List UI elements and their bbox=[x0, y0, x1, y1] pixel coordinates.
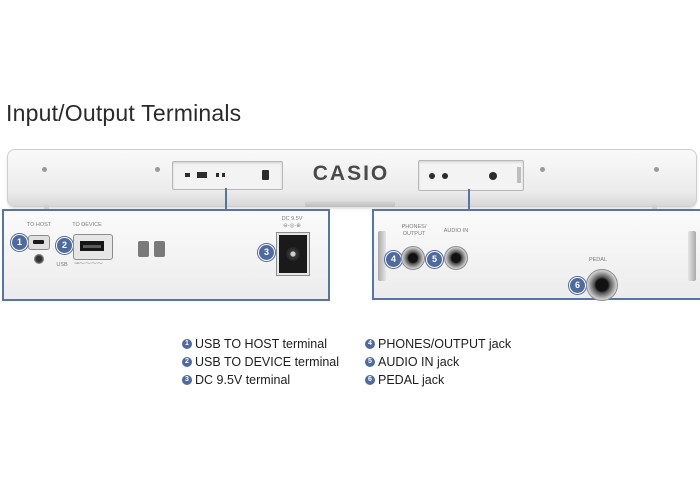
left-terminal-callout: TO HOST TO DEVICE 1 2 USB ⊸⁓⁓⁓⁓ DC 9.5V … bbox=[2, 209, 330, 301]
phones-output-jack bbox=[401, 246, 425, 270]
legend-number: 2 bbox=[182, 357, 192, 367]
badge-2: 2 bbox=[56, 237, 73, 254]
screw-icon bbox=[654, 167, 659, 172]
legend-number: 6 bbox=[365, 375, 375, 385]
legend-item: 5 AUDIO IN jack bbox=[365, 353, 511, 371]
usb-host-port bbox=[28, 235, 50, 250]
legend-number: 3 bbox=[182, 375, 192, 385]
audio-in-jack bbox=[444, 246, 468, 270]
legend-number: 4 bbox=[365, 339, 375, 349]
badge-5: 5 bbox=[426, 251, 443, 268]
audio-in-jack-icon bbox=[442, 173, 448, 179]
pedal-jack-icon bbox=[489, 172, 497, 180]
legend-text: AUDIO IN jack bbox=[378, 355, 460, 369]
page-title: Input/Output Terminals bbox=[6, 100, 242, 126]
usb-device-slot bbox=[80, 241, 104, 251]
dc-polarity-label: ⊖-◎-⊕ bbox=[283, 223, 301, 229]
legend-item: 2 USB TO DEVICE terminal bbox=[182, 353, 339, 371]
right-terminal-callout: PHONES/ OUTPUT AUDIO IN PEDAL 4 5 6 bbox=[372, 209, 700, 301]
vent-slot bbox=[154, 241, 165, 257]
legend-item: 1 USB TO HOST terminal bbox=[182, 335, 339, 353]
right-terminal-panel bbox=[418, 160, 524, 191]
dc-jack-pin bbox=[286, 247, 300, 261]
connector-line-left bbox=[225, 188, 227, 210]
legend-right: 4 PHONES/OUTPUT jack 5 AUDIO IN jack 6 P… bbox=[365, 335, 511, 389]
keyboard-slot bbox=[305, 201, 395, 207]
panel-edge bbox=[378, 231, 386, 281]
connector-line-right bbox=[468, 189, 470, 210]
dc-label: DC 9.5V bbox=[281, 216, 303, 222]
screw-icon bbox=[155, 167, 160, 172]
badge-3: 3 bbox=[258, 244, 275, 261]
legend-left: 1 USB TO HOST terminal 2 USB TO DEVICE t… bbox=[182, 335, 339, 389]
badge-6: 6 bbox=[569, 277, 586, 294]
phones-jack-icon bbox=[429, 173, 435, 179]
vent-slot bbox=[138, 241, 149, 257]
keyboard-rear-panel bbox=[7, 149, 697, 207]
dc-jack bbox=[277, 233, 309, 275]
legend-text: USB TO DEVICE terminal bbox=[195, 355, 340, 369]
usb-host-port-icon bbox=[185, 173, 190, 177]
legend-number: 5 bbox=[365, 357, 375, 367]
panel-edge bbox=[517, 167, 521, 183]
legend-text: USB TO HOST terminal bbox=[195, 337, 327, 351]
usb-host-slot bbox=[33, 240, 44, 244]
usb-tongue bbox=[83, 245, 101, 248]
legend-text: PHONES/OUTPUT jack bbox=[378, 337, 512, 351]
legend-text: DC 9.5V terminal bbox=[195, 373, 291, 387]
panel-edge bbox=[688, 231, 696, 281]
output-label: OUTPUT bbox=[402, 231, 426, 237]
legend-number: 1 bbox=[182, 339, 192, 349]
to-host-label: TO HOST bbox=[26, 222, 52, 228]
usb-device-port-icon bbox=[197, 172, 207, 178]
screw-icon bbox=[540, 167, 545, 172]
usb-symbol-icon: ⊸⁓⁓⁓⁓ bbox=[74, 261, 104, 267]
badge-4: 4 bbox=[385, 251, 402, 268]
legend-item: 4 PHONES/OUTPUT jack bbox=[365, 335, 511, 353]
left-terminal-panel bbox=[172, 161, 283, 190]
slot-icon bbox=[216, 173, 219, 177]
dc-port-icon bbox=[262, 170, 269, 180]
to-device-label: TO DEVICE bbox=[72, 222, 102, 228]
pedal-jack bbox=[586, 269, 618, 301]
usb-label: USB bbox=[56, 262, 68, 268]
legend-text: PEDAL jack bbox=[378, 373, 445, 387]
pedal-label: PEDAL bbox=[588, 257, 608, 263]
screw-icon bbox=[42, 167, 47, 172]
screw-icon bbox=[34, 254, 44, 264]
slot-icon bbox=[222, 173, 225, 177]
legend-item: 3 DC 9.5V terminal bbox=[182, 371, 339, 389]
phones-label: PHONES/ bbox=[401, 224, 427, 230]
legend-item: 6 PEDAL jack bbox=[365, 371, 511, 389]
usb-device-port bbox=[73, 234, 113, 260]
audio-in-label: AUDIO IN bbox=[443, 228, 469, 234]
badge-1: 1 bbox=[11, 234, 28, 251]
brand-logo: CASIO bbox=[312, 162, 390, 185]
